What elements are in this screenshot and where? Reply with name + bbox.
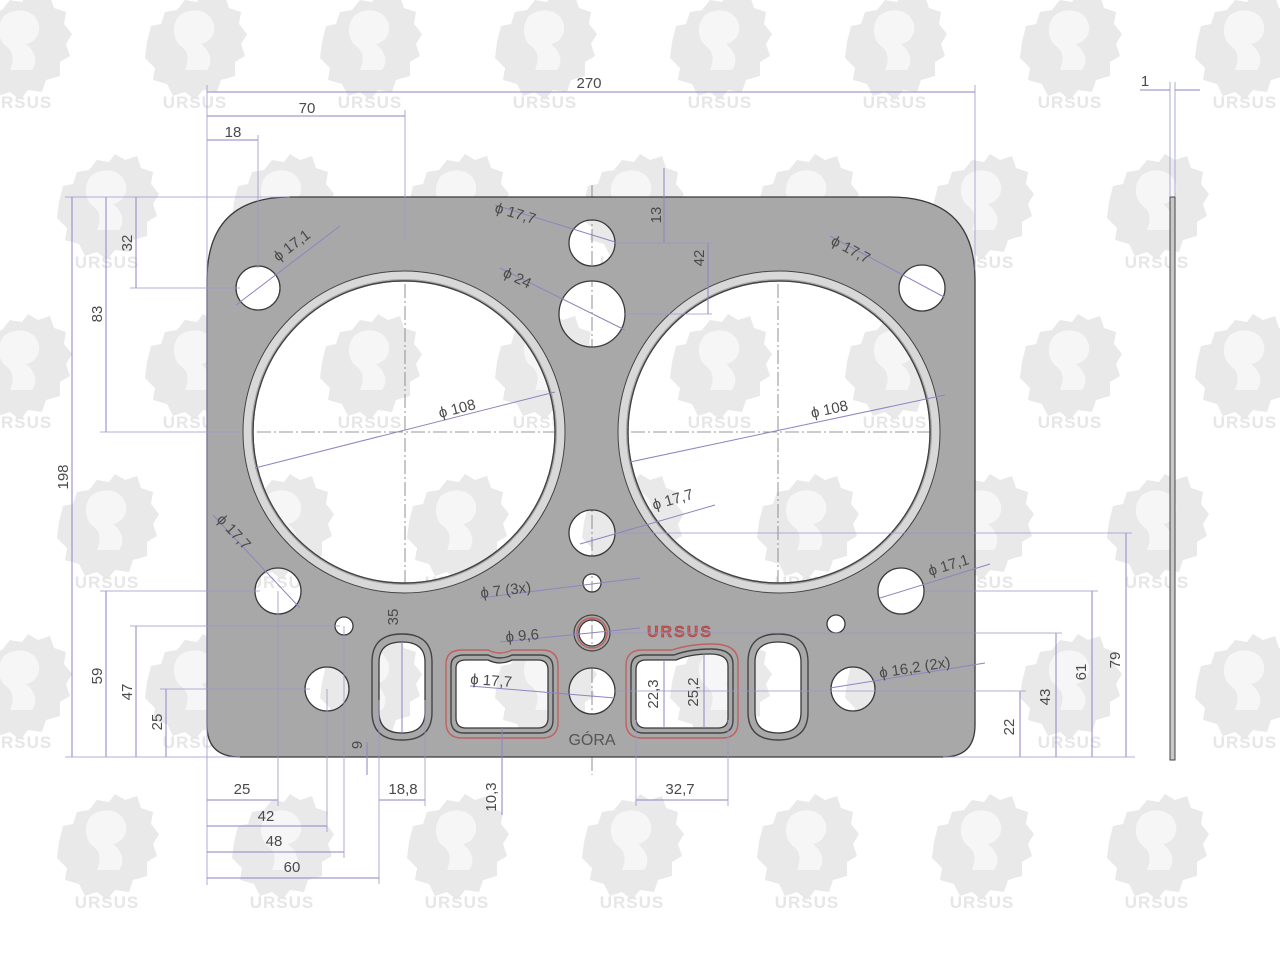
watermark-logo: URSUS bbox=[582, 794, 684, 912]
dim-slot-9: 9 bbox=[349, 741, 366, 749]
dim-overall-width: 270 bbox=[576, 75, 601, 92]
watermark-text: URSUS bbox=[75, 893, 140, 912]
watermark-logo: URSUS bbox=[1107, 154, 1209, 272]
dim-left-83: 83 bbox=[89, 306, 106, 323]
watermark-logo: URSUS bbox=[670, 0, 772, 112]
watermark-logo: URSUS bbox=[1195, 634, 1280, 752]
watermark-logo: URSUS bbox=[1195, 0, 1280, 112]
top-mark: GÓRA bbox=[568, 730, 615, 749]
watermark-text: URSUS bbox=[338, 413, 403, 432]
port-seal-beads bbox=[371, 633, 809, 741]
watermark-text: URSUS bbox=[1038, 93, 1103, 112]
dimension-lines bbox=[65, 82, 1200, 885]
dim-port-25-2: 25,2 bbox=[685, 677, 702, 706]
watermark-text: URSUS bbox=[513, 93, 578, 112]
watermark-text: URSUS bbox=[75, 253, 140, 272]
dim-bottom-42: 42 bbox=[258, 808, 275, 825]
dim-top-13: 13 bbox=[648, 207, 665, 224]
dim-bottom-18-8: 18,8 bbox=[388, 781, 417, 798]
watermark-text: URSUS bbox=[688, 413, 753, 432]
dim-bottom-25: 25 bbox=[234, 781, 251, 798]
watermark-text: URSUS bbox=[950, 893, 1015, 912]
watermark-text: URSUS bbox=[863, 93, 928, 112]
watermark-logo: URSUS bbox=[1195, 314, 1280, 432]
watermark-logo: URSUS bbox=[0, 314, 72, 432]
watermark-logo: URSUS bbox=[932, 794, 1034, 912]
watermark-text: URSUS bbox=[0, 733, 52, 752]
dim-bore-center: 70 bbox=[299, 100, 316, 117]
watermark-logo: URSUS bbox=[1020, 0, 1122, 112]
dim-overall-height: 198 bbox=[55, 464, 72, 489]
watermark-logo: URSUS bbox=[495, 0, 597, 112]
watermark-logo: URSUS bbox=[407, 794, 509, 912]
watermark-text: URSUS bbox=[75, 573, 140, 592]
watermark-logo: URSUS bbox=[757, 794, 859, 912]
watermark-text: URSUS bbox=[425, 893, 490, 912]
watermark-text: URSUS bbox=[163, 93, 228, 112]
dim-left-59: 59 bbox=[89, 668, 106, 685]
watermark-logo: URSUS bbox=[145, 0, 247, 112]
watermark-text: URSUS bbox=[1213, 413, 1278, 432]
watermark-text: URSUS bbox=[1038, 733, 1103, 752]
dim-port-22-3: 22,3 bbox=[645, 679, 662, 708]
watermark-text: URSUS bbox=[775, 893, 840, 912]
watermark-text: URSUS bbox=[250, 893, 315, 912]
dim-left-25: 25 bbox=[149, 714, 166, 731]
watermark-logo: URSUS bbox=[1020, 634, 1122, 752]
dim-right-43: 43 bbox=[1037, 689, 1054, 706]
dia-bore-left: ϕ 108 bbox=[437, 396, 478, 422]
dia-pin-holes: ϕ 7 (3x) bbox=[479, 579, 532, 602]
dim-bottom-32-7: 32,7 bbox=[665, 781, 694, 798]
side-profile bbox=[1169, 196, 1176, 761]
watermark-text: URSUS bbox=[1038, 413, 1103, 432]
watermark-logo: URSUS bbox=[232, 794, 334, 912]
watermark-logo: URSUS bbox=[670, 314, 772, 432]
watermark-logo: URSUS bbox=[845, 314, 947, 432]
watermark-text: URSUS bbox=[1213, 93, 1278, 112]
watermark-text: URSUS bbox=[1213, 733, 1278, 752]
watermark-text: URSUS bbox=[1125, 893, 1190, 912]
watermark-text: URSUS bbox=[1125, 573, 1190, 592]
brand-mark: URSUS bbox=[647, 624, 713, 641]
watermark-text: URSUS bbox=[863, 413, 928, 432]
dimension-labels: 270 70 18 1 198 83 32 59 47 25 13 42 35 … bbox=[55, 73, 1149, 876]
watermark-logo: URSUS bbox=[845, 0, 947, 112]
watermark-text: URSUS bbox=[600, 893, 665, 912]
dim-bottom-60: 60 bbox=[284, 859, 301, 876]
dim-top-42: 42 bbox=[691, 250, 708, 267]
watermark-logo: URSUS bbox=[320, 314, 422, 432]
dim-bottom-10-3: 10,3 bbox=[483, 782, 500, 811]
watermark-logo: URSUS bbox=[0, 0, 72, 112]
watermark-logo: URSUS bbox=[1020, 314, 1122, 432]
watermark-text: URSUS bbox=[0, 93, 52, 112]
watermark-text: URSUS bbox=[688, 93, 753, 112]
dim-bottom-48: 48 bbox=[266, 833, 283, 850]
dim-right-79: 79 bbox=[1107, 652, 1124, 669]
dia-port-left: ϕ 17,7 bbox=[470, 671, 513, 691]
watermark-text: URSUS bbox=[0, 413, 52, 432]
dim-right-61: 61 bbox=[1073, 664, 1090, 681]
dim-slot-35: 35 bbox=[385, 609, 402, 626]
watermark-logo: URSUS bbox=[320, 0, 422, 112]
dim-right-22: 22 bbox=[1001, 719, 1018, 736]
dim-left-32: 32 bbox=[119, 235, 136, 252]
dia-center-small: ϕ 9,6 bbox=[505, 626, 540, 646]
watermark-logo: URSUS bbox=[1107, 794, 1209, 912]
watermark-layer: URSUS URSUS URSUS URSUS URSUS URSUS URSUS URSUS… bbox=[0, 0, 1280, 912]
watermark-logo: URSUS bbox=[57, 794, 159, 912]
watermark-text: URSUS bbox=[338, 93, 403, 112]
watermark-logo: URSUS bbox=[57, 474, 159, 592]
dim-left-47: 47 bbox=[119, 684, 136, 701]
dim-thickness: 1 bbox=[1141, 73, 1149, 90]
dim-bolt-offset: 18 bbox=[225, 124, 242, 141]
watermark-text: URSUS bbox=[1125, 253, 1190, 272]
dia-bore-right: ϕ 108 bbox=[809, 397, 849, 421]
fire-rings bbox=[242, 270, 941, 652]
watermark-logo: URSUS bbox=[0, 634, 72, 752]
